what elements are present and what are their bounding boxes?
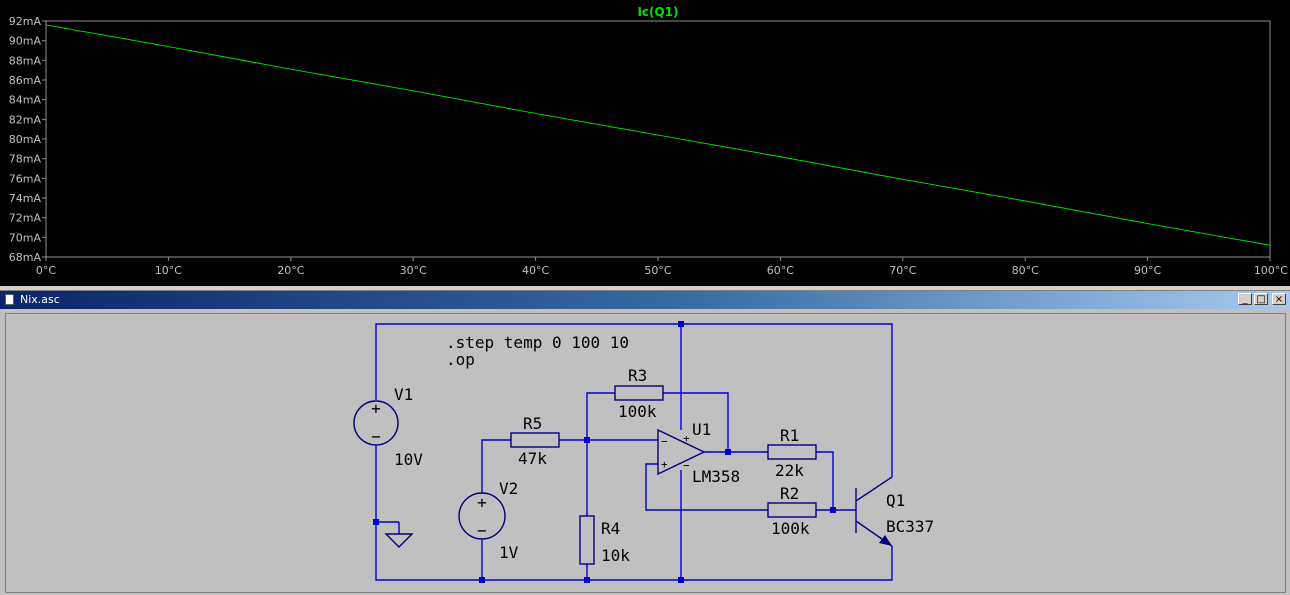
u1-vminus-sign: − [683, 459, 690, 472]
step-directive[interactable]: .step temp 0 100 10 [446, 333, 629, 352]
schematic-doc-icon [5, 294, 14, 305]
maximize-button[interactable]: □ [1254, 293, 1268, 305]
waveform-plot[interactable]: Ic(Q1) 92mA 90mA 88mA 86mA 84mA 82mA 80mA 78mA 7… [0, 0, 1290, 286]
waveform-plot-pane[interactable]: Ic(Q1) 92mA 90mA 88mA 86mA 84mA 82mA 80mA 78mA 7… [0, 0, 1290, 286]
series-line-ic-q1[interactable] [45, 24, 1271, 246]
y-tick-label: 78mA [9, 153, 42, 166]
resistor-r5[interactable] [510, 432, 560, 448]
r2-name[interactable]: R2 [780, 484, 799, 503]
q1-value[interactable]: BC337 [886, 517, 934, 536]
r2-value[interactable]: 100k [771, 519, 810, 538]
schematic-window: Nix.asc _ □ × [0, 290, 1290, 595]
v1-name[interactable]: V1 [394, 385, 413, 404]
x-tick-label: 60°C [767, 264, 794, 277]
y-tick-label: 68mA [9, 251, 42, 264]
v2-value[interactable]: 1V [499, 543, 519, 562]
x-axis: 0°C 10°C 20°C 30°C 40°C 50°C 60°C 70°C 80°C 90°C 1… [36, 257, 1288, 277]
y-tick-label: 80mA [9, 133, 42, 146]
ground-icon[interactable] [384, 522, 414, 548]
y-tick-label: 82mA [9, 113, 42, 126]
y-tick-label: 90mA [9, 35, 42, 48]
u1-name[interactable]: U1 [692, 420, 711, 439]
resistor-r4[interactable] [579, 515, 595, 565]
opamp-u1[interactable]: − + + − [657, 428, 706, 476]
q1-name[interactable]: Q1 [886, 491, 905, 510]
x-tick-label: 90°C [1134, 264, 1161, 277]
plot-series [45, 24, 1271, 246]
v1-value[interactable]: 10V [394, 450, 423, 469]
r5-name[interactable]: R5 [523, 414, 542, 433]
x-tick-label: 10°C [155, 264, 182, 277]
resistor-r2[interactable] [767, 502, 817, 518]
y-tick-label: 70mA [9, 231, 42, 244]
voltage-source-v2[interactable]: + − [458, 492, 506, 540]
plot-frame [45, 20, 1271, 258]
r4-name[interactable]: R4 [601, 519, 620, 538]
u1-value[interactable]: LM358 [692, 467, 740, 486]
y-tick-label: 86mA [9, 74, 42, 87]
u1-noninverting-sign: + [661, 458, 668, 471]
voltage-source-v1[interactable]: + − [353, 399, 399, 446]
schematic-drawing[interactable]: .step temp 0 100 10 .op + − V1 10V + − V… [5, 313, 1286, 593]
r3-name[interactable]: R3 [628, 366, 647, 385]
minimize-button[interactable]: _ [1238, 293, 1252, 305]
x-tick-label: 20°C [277, 264, 304, 277]
junctions [373, 321, 836, 583]
x-tick-label: 50°C [644, 264, 671, 277]
x-tick-label: 100°C [1254, 264, 1288, 277]
transistor-q1[interactable] [855, 476, 893, 547]
x-tick-label: 40°C [522, 264, 549, 277]
x-tick-label: 80°C [1012, 264, 1039, 277]
y-tick-label: 74mA [9, 192, 42, 205]
r1-value[interactable]: 22k [775, 461, 804, 480]
v2-plus-sign: + [477, 493, 487, 512]
u1-vplus-sign: + [683, 432, 690, 445]
v2-minus-sign: − [477, 521, 487, 540]
r4-value[interactable]: 10k [601, 546, 630, 565]
resistor-r1[interactable] [767, 444, 817, 460]
close-button[interactable]: × [1272, 293, 1286, 305]
u1-inverting-sign: − [661, 435, 668, 448]
trace-title[interactable]: Ic(Q1) [637, 5, 678, 19]
x-tick-label: 30°C [400, 264, 427, 277]
x-tick-label: 0°C [36, 264, 56, 277]
y-tick-label: 76mA [9, 172, 42, 185]
schematic-titlebar[interactable]: Nix.asc _ □ × [0, 291, 1290, 309]
y-tick-label: 72mA [9, 212, 42, 225]
window-title: Nix.asc [20, 293, 60, 306]
op-directive[interactable]: .op [446, 350, 475, 369]
r1-name[interactable]: R1 [780, 426, 799, 445]
resistor-r3[interactable] [614, 385, 664, 401]
schematic-canvas[interactable]: .step temp 0 100 10 .op + − V1 10V + − V… [5, 313, 1286, 593]
y-tick-label: 84mA [9, 94, 42, 107]
r3-value[interactable]: 100k [618, 402, 657, 421]
v1-minus-sign: − [371, 427, 381, 446]
y-axis: 92mA 90mA 88mA 86mA 84mA 82mA 80mA 78mA 76mA 74mA… [9, 15, 46, 264]
r5-value[interactable]: 47k [518, 449, 547, 468]
x-tick-label: 70°C [889, 264, 916, 277]
v2-name[interactable]: V2 [499, 479, 518, 498]
y-tick-label: 92mA [9, 15, 42, 28]
y-tick-label: 88mA [9, 54, 42, 67]
wires [375, 323, 893, 581]
v1-plus-sign: + [371, 399, 381, 418]
